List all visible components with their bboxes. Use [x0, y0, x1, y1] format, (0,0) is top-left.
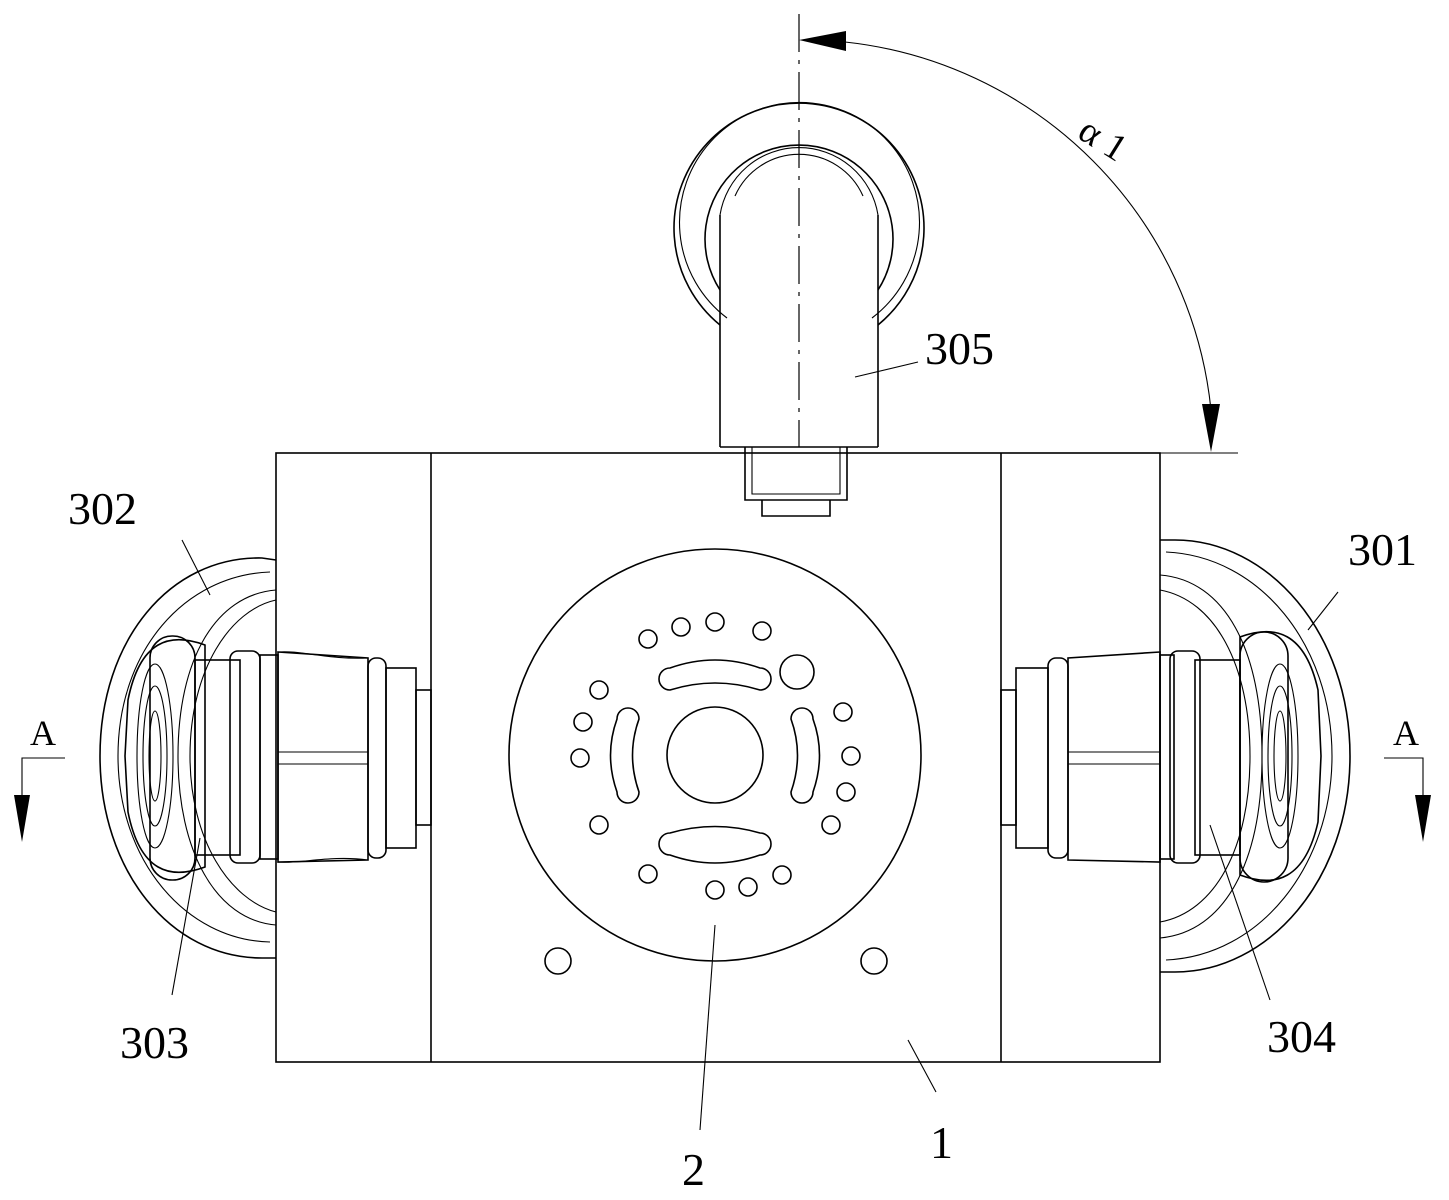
leader-lines [171, 361, 1339, 1131]
label-301: 301 [1348, 524, 1417, 575]
label-1: 1 [930, 1117, 953, 1168]
right-assembly [1000, 539, 1351, 973]
left-assembly [99, 557, 432, 959]
label-304: 304 [1267, 1011, 1336, 1062]
label-303: 303 [120, 1017, 189, 1068]
section-marker-right [1384, 757, 1431, 842]
section-label-right: A [1393, 713, 1419, 753]
label-2: 2 [682, 1144, 705, 1195]
rotary-disc [508, 548, 922, 962]
angle-dimension [799, 31, 1238, 454]
label-302: 302 [68, 483, 137, 534]
top-connector [744, 447, 848, 517]
section-marker-left [14, 757, 65, 842]
label-305: 305 [925, 323, 994, 374]
section-label-left: A [30, 713, 56, 753]
main-body [275, 452, 1161, 1063]
angle-label: α 1 [1071, 109, 1134, 170]
